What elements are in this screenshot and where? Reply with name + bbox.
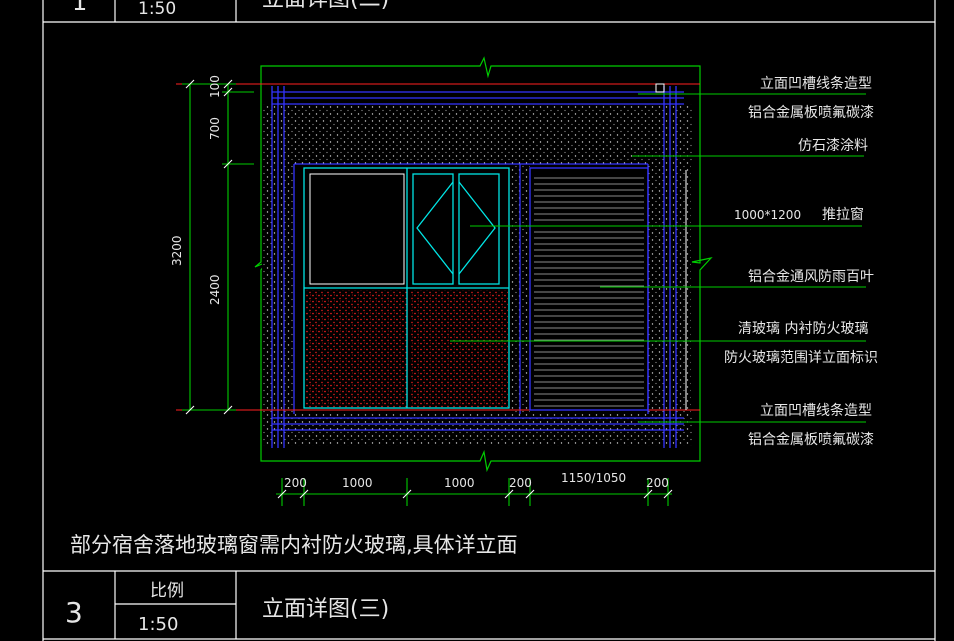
top-block-scale: 1:50 (138, 0, 176, 19)
drawing-note: 部分宿舍落地玻璃窗需内衬防火玻璃,具体详立面 (70, 533, 518, 557)
callout-sliding-window: 推拉窗 (822, 206, 864, 223)
sliding-window (303, 167, 510, 409)
callout-fire-glass: 防火玻璃范围详立面标识 (724, 349, 878, 366)
edge-marks (655, 83, 687, 410)
dim-h-1000-b: 1000 (444, 476, 475, 490)
bottom-block-title: 立面详图(三) (262, 597, 389, 622)
top-block-number: 1 (72, 0, 87, 16)
bottom-block-scale-label: 比例 (150, 581, 184, 601)
dim-700: 700 (208, 117, 222, 140)
top-block-title: 立面详图(二) (262, 0, 389, 12)
callout-metal-top: 铝合金属板喷氟碳漆 (748, 105, 874, 121)
callout-louver: 铝合金通风防雨百叶 (748, 269, 874, 285)
leader-lines (450, 93, 866, 423)
dim-100: 100 (208, 75, 222, 98)
callout-glass: 清玻璃 内衬防火玻璃 (738, 320, 868, 337)
vertical-dimensions (182, 79, 254, 415)
callout-groove-bottom: 立面凹槽线条造型 (760, 402, 872, 419)
dim-3200: 3200 (170, 235, 184, 266)
callout-window-size: 1000*1200 (734, 208, 801, 222)
dim-h-1150-1050: 1150/1050 (561, 471, 626, 485)
dim-h-200-b: 200 (509, 476, 532, 490)
dim-h-1000-a: 1000 (342, 476, 373, 490)
dim-h-200-a: 200 (284, 476, 307, 490)
fire-glass-panels (306, 290, 508, 408)
callout-stone-paint: 仿石漆涂料 (798, 138, 868, 154)
callouts: 立面凹槽线条造型 铝合金属板喷氟碳漆 仿石漆涂料 1000*1200 推拉窗 铝… (724, 75, 878, 448)
horizontal-dimensions (276, 478, 673, 506)
dim-2400: 2400 (208, 274, 222, 305)
callout-groove-top: 立面凹槽线条造型 (760, 75, 872, 92)
drawing-frame (42, 0, 936, 641)
bottom-block-scale: 1:50 (138, 614, 178, 635)
dim-h-200-c: 200 (646, 476, 669, 490)
callout-metal-bottom: 铝合金属板喷氟碳漆 (748, 432, 874, 448)
bottom-block-number: 3 (65, 596, 83, 629)
louver-vent (529, 167, 649, 411)
